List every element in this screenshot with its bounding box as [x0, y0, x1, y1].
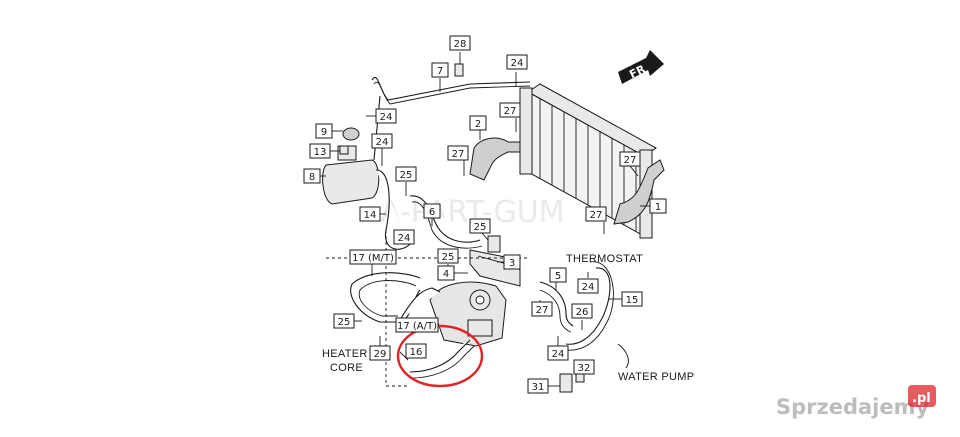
- svg-text:4: 4: [443, 269, 449, 280]
- svg-text:13: 13: [314, 147, 327, 158]
- callout-26: 26: [571, 303, 593, 319]
- callout-8: 8: [303, 168, 321, 184]
- svg-text:9: 9: [321, 127, 327, 138]
- svg-text:24: 24: [511, 58, 524, 69]
- callout-13: 13: [309, 143, 331, 159]
- callout-17-mt: 17 (M/T): [349, 249, 397, 265]
- svg-text:17 (M/T): 17 (M/T): [352, 253, 394, 264]
- callout-27: 27: [447, 145, 469, 161]
- highlight-ring: [396, 324, 484, 388]
- callout-25: 25: [469, 218, 491, 234]
- svg-text:24: 24: [376, 137, 389, 148]
- callout-4: 4: [437, 265, 455, 281]
- hose-17-mt: [350, 272, 421, 323]
- callout-14: 14: [359, 206, 381, 222]
- bolt-32: [575, 373, 585, 383]
- svg-text:27: 27: [590, 210, 603, 221]
- sensor-13: [339, 145, 349, 155]
- svg-text:25: 25: [338, 317, 351, 328]
- callout-24: 24: [506, 54, 528, 70]
- svg-text:24: 24: [582, 282, 595, 293]
- svg-text:6: 6: [429, 207, 435, 218]
- svg-text:25: 25: [400, 170, 413, 181]
- svg-text:27: 27: [624, 155, 637, 166]
- heater-core-label-line2: CORE: [330, 362, 363, 374]
- callout-5: 5: [549, 267, 567, 283]
- front-arrow-icon: FR: [618, 50, 664, 84]
- svg-text:5: 5: [555, 271, 561, 282]
- hose-7: [371, 77, 531, 101]
- svg-text:7: 7: [437, 66, 443, 77]
- callout-1: 1: [649, 198, 667, 214]
- hose-17-at: [399, 287, 441, 321]
- callout-25: 25: [395, 166, 417, 182]
- svg-text:28: 28: [454, 39, 467, 50]
- callout-2: 2: [469, 115, 487, 131]
- clip-28: [454, 63, 464, 77]
- callout-24: 24: [577, 278, 599, 294]
- callout-3: 3: [503, 254, 521, 270]
- reservoir-cap: [342, 127, 360, 141]
- svg-text:29: 29: [374, 349, 387, 360]
- callout-15: 15: [621, 291, 643, 307]
- svg-text:26: 26: [576, 307, 589, 318]
- svg-text:1: 1: [655, 202, 661, 213]
- thermostat-label: THERMOSTAT: [566, 253, 643, 265]
- callout-25: 25: [437, 248, 459, 264]
- callout-17-at: 17 (A/T): [395, 317, 439, 333]
- svg-text:24: 24: [380, 112, 393, 123]
- radiator: [519, 83, 657, 239]
- svg-text:27: 27: [536, 305, 549, 316]
- brand-logo: Sprzedajemy .pl: [776, 385, 936, 419]
- svg-text:27: 27: [504, 106, 517, 117]
- callout-24: 24: [547, 345, 569, 361]
- callout-24: 24: [371, 133, 393, 149]
- hose-14: [375, 169, 411, 250]
- callout-32: 32: [573, 359, 595, 375]
- svg-text:8: 8: [309, 172, 315, 183]
- svg-text:14: 14: [364, 210, 377, 221]
- svg-text:31: 31: [532, 382, 545, 393]
- callout-31: 31: [527, 378, 549, 394]
- hose-2: [469, 137, 521, 181]
- heater-core-label-line1: HEATER: [322, 348, 368, 360]
- svg-text:2: 2: [475, 119, 481, 130]
- svg-text:25: 25: [474, 222, 487, 233]
- callout-27: 27: [619, 151, 641, 167]
- callout-16: 16: [405, 343, 427, 359]
- callout-28: 28: [449, 35, 471, 51]
- callout-7: 7: [431, 62, 449, 78]
- callout-24: 24: [375, 108, 397, 124]
- callout-29: 29: [369, 345, 391, 361]
- engine-water-pump: [429, 281, 507, 347]
- svg-text:17 (A/T): 17 (A/T): [397, 321, 437, 332]
- hose-16: [409, 339, 471, 373]
- water-pump-label: WATER PUMP: [618, 371, 694, 383]
- svg-text:24: 24: [552, 349, 565, 360]
- svg-text:15: 15: [626, 295, 639, 306]
- callout-27: 27: [585, 206, 607, 222]
- brand-suffix: .pl: [912, 391, 931, 406]
- callout-27: 27: [499, 102, 521, 118]
- svg-text:24: 24: [398, 233, 411, 244]
- svg-text:16: 16: [410, 347, 423, 358]
- callout-24: 24: [393, 229, 415, 245]
- svg-text:3: 3: [509, 258, 515, 269]
- callout-27: 27: [531, 301, 553, 317]
- callout-6: 6: [423, 203, 441, 219]
- callout-9: 9: [315, 123, 333, 139]
- coolant-reservoir: [322, 127, 380, 205]
- hose-1: [613, 159, 665, 225]
- callout-25: 25: [333, 313, 355, 329]
- hose-6: [409, 195, 481, 243]
- svg-text:32: 32: [578, 363, 591, 374]
- brand-name: Sprzedajemy: [776, 395, 930, 419]
- svg-text:25: 25: [442, 252, 455, 263]
- svg-text:27: 27: [452, 149, 465, 160]
- bracket-31: [559, 373, 573, 393]
